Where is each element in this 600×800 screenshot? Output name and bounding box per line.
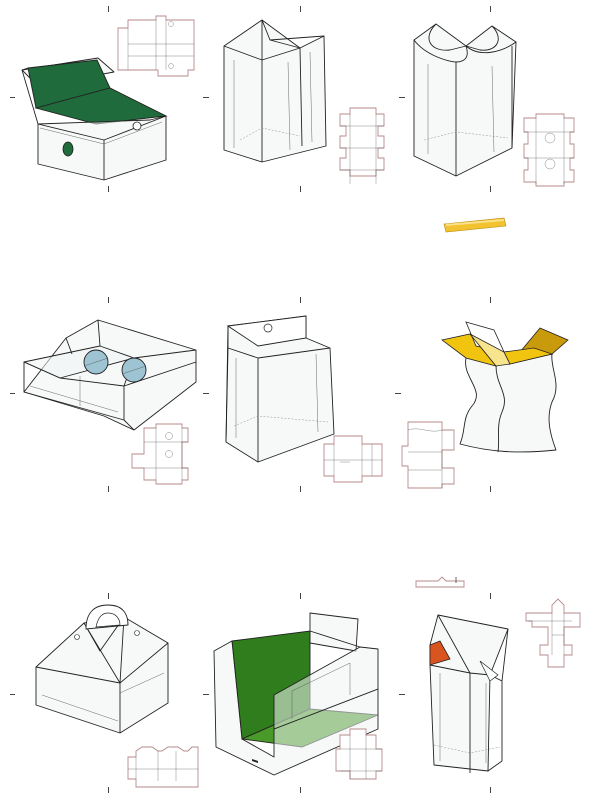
- crop-mark: [395, 393, 401, 394]
- tall-box-petal-cell: [400, 0, 600, 266]
- wavy-box-cell: [400, 266, 600, 532]
- crop-mark: [300, 297, 301, 303]
- crop-mark: [300, 787, 301, 793]
- gable-box-dieline: [127, 746, 199, 788]
- crop-mark: [10, 393, 15, 394]
- crop-mark: [399, 694, 405, 695]
- double-window-tray-cell: [0, 266, 200, 532]
- pentagon-box-cell: [400, 533, 600, 799]
- wavy-box-dieline: [401, 421, 455, 489]
- crop-mark: [10, 694, 15, 695]
- gable-box-cell: [0, 533, 200, 799]
- crop-mark: [399, 97, 405, 98]
- mailer-box-dieline: [117, 15, 195, 77]
- tall-box-petal-dieline: [523, 113, 575, 187]
- crop-mark: [108, 787, 109, 793]
- round-window: [62, 141, 74, 157]
- pentagon-box-dieline: [525, 598, 581, 668]
- crop-mark: [108, 6, 109, 12]
- crop-mark: [490, 486, 491, 492]
- tall-box-pinched-cell: [200, 0, 400, 266]
- crop-mark: [300, 186, 301, 192]
- crop-mark: [108, 593, 109, 599]
- crop-mark: [108, 486, 109, 492]
- hang-tab-box-cell: [200, 266, 400, 532]
- double-window-tray-dieline: [131, 423, 189, 485]
- crop-mark: [490, 787, 491, 793]
- gable-box-drawing: [35, 604, 169, 734]
- wavy-box-drawing: [441, 321, 569, 453]
- tall-box-petal-drawing: [413, 23, 517, 177]
- crop-mark: [203, 97, 209, 98]
- crop-mark: [203, 393, 209, 394]
- hang-hole: [263, 323, 273, 333]
- tray-body: [37, 115, 167, 181]
- display-box-cell: [200, 533, 400, 799]
- crop-mark: [203, 694, 209, 695]
- hang-tab-box-dieline: [323, 435, 383, 483]
- crop-mark: [300, 486, 301, 492]
- crop-mark: [490, 6, 491, 12]
- crop-mark: [108, 297, 109, 303]
- wavy-body: [459, 353, 557, 453]
- orange-flap: [429, 640, 451, 666]
- tall-box-pinched-drawing: [223, 19, 327, 163]
- crop-mark: [10, 97, 15, 98]
- crop-mark: [108, 186, 109, 192]
- lid-top: [503, 347, 554, 365]
- hang-tab-box-drawing: [225, 315, 335, 463]
- tall-box-pinched-dieline: [339, 107, 385, 184]
- crop-mark: [490, 593, 491, 599]
- crop-mark: [490, 297, 491, 303]
- display-box-dieline: [335, 728, 383, 780]
- crop-mark: [300, 6, 301, 12]
- display-box-drawing: [213, 612, 379, 776]
- mailer-box-drawing: [21, 57, 168, 181]
- crop-mark: [300, 593, 301, 599]
- display-header-panel: [309, 612, 359, 652]
- crop-mark: [490, 186, 491, 192]
- pentagon-box-drawing: [429, 614, 509, 773]
- double-window-tray-drawing: [23, 319, 197, 431]
- small-strip-dieline: [415, 576, 465, 588]
- mailer-box-cell: [0, 0, 200, 266]
